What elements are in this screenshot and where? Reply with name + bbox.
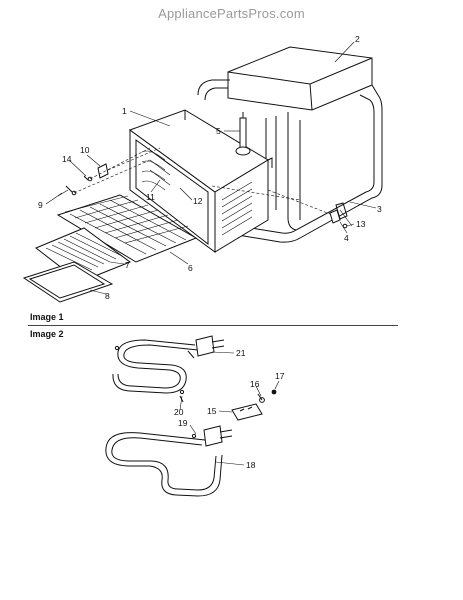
callout-20: 20 [174, 407, 184, 417]
oven-liner [128, 109, 273, 253]
callout-8: 8 [105, 291, 110, 301]
callout-12: 12 [193, 196, 203, 206]
image-2-label: Image 2 [30, 329, 64, 339]
terminal-block [179, 389, 277, 421]
fastener-group-left [57, 147, 301, 201]
broiler-pan [22, 261, 114, 303]
callout-labels: 1 2 3 4 5 6 7 8 9 10 11 12 13 14 15 16 1… [38, 34, 382, 470]
callout-6: 6 [188, 263, 193, 273]
broil-element [112, 335, 225, 394]
image-1-label: Image 1 [30, 312, 64, 322]
callout-19: 19 [178, 418, 188, 428]
callout-15: 15 [207, 406, 217, 416]
callout-11: 11 [146, 192, 155, 202]
callout-7: 7 [125, 260, 130, 270]
callout-5: 5 [216, 126, 221, 136]
fastener-group-right [267, 189, 348, 229]
bake-element [105, 425, 233, 497]
callout-10: 10 [80, 145, 90, 155]
callout-13: 13 [356, 219, 366, 229]
callout-18: 18 [246, 460, 256, 470]
callout-21: 21 [236, 348, 246, 358]
callout-1: 1 [122, 106, 127, 116]
watermark: AppliancePartsPros.com [158, 6, 305, 21]
callout-14: 14 [62, 154, 72, 164]
sensor-probe [235, 112, 251, 156]
callout-9: 9 [38, 200, 43, 210]
leader-lines [45, 41, 377, 466]
section-divider [28, 325, 398, 326]
callout-3: 3 [377, 204, 382, 214]
callout-4: 4 [344, 233, 349, 243]
oven-rack [56, 194, 198, 263]
callout-17: 17 [275, 371, 285, 381]
callout-2: 2 [355, 34, 360, 44]
callout-16: 16 [250, 379, 260, 389]
